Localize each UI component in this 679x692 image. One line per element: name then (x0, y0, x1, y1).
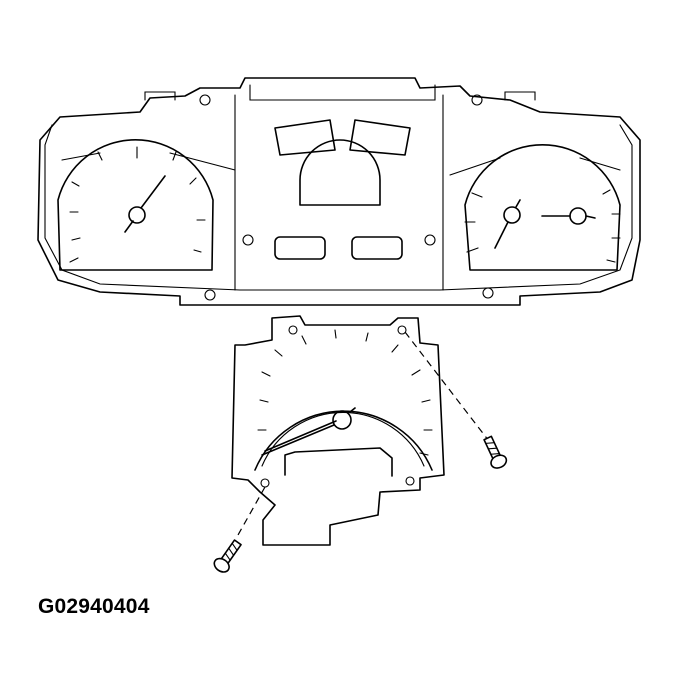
left-speedometer-dial (57, 139, 236, 271)
instrument-cluster-housing (37, 77, 641, 306)
screw-path-right (404, 331, 493, 446)
figure-id-label: G02940404 (38, 595, 150, 618)
screw-right (483, 435, 508, 469)
removed-gauge-assembly (231, 315, 445, 546)
screw-left (213, 539, 242, 573)
right-tach-fuel-dial (449, 144, 621, 271)
screw-path-left (237, 486, 266, 536)
